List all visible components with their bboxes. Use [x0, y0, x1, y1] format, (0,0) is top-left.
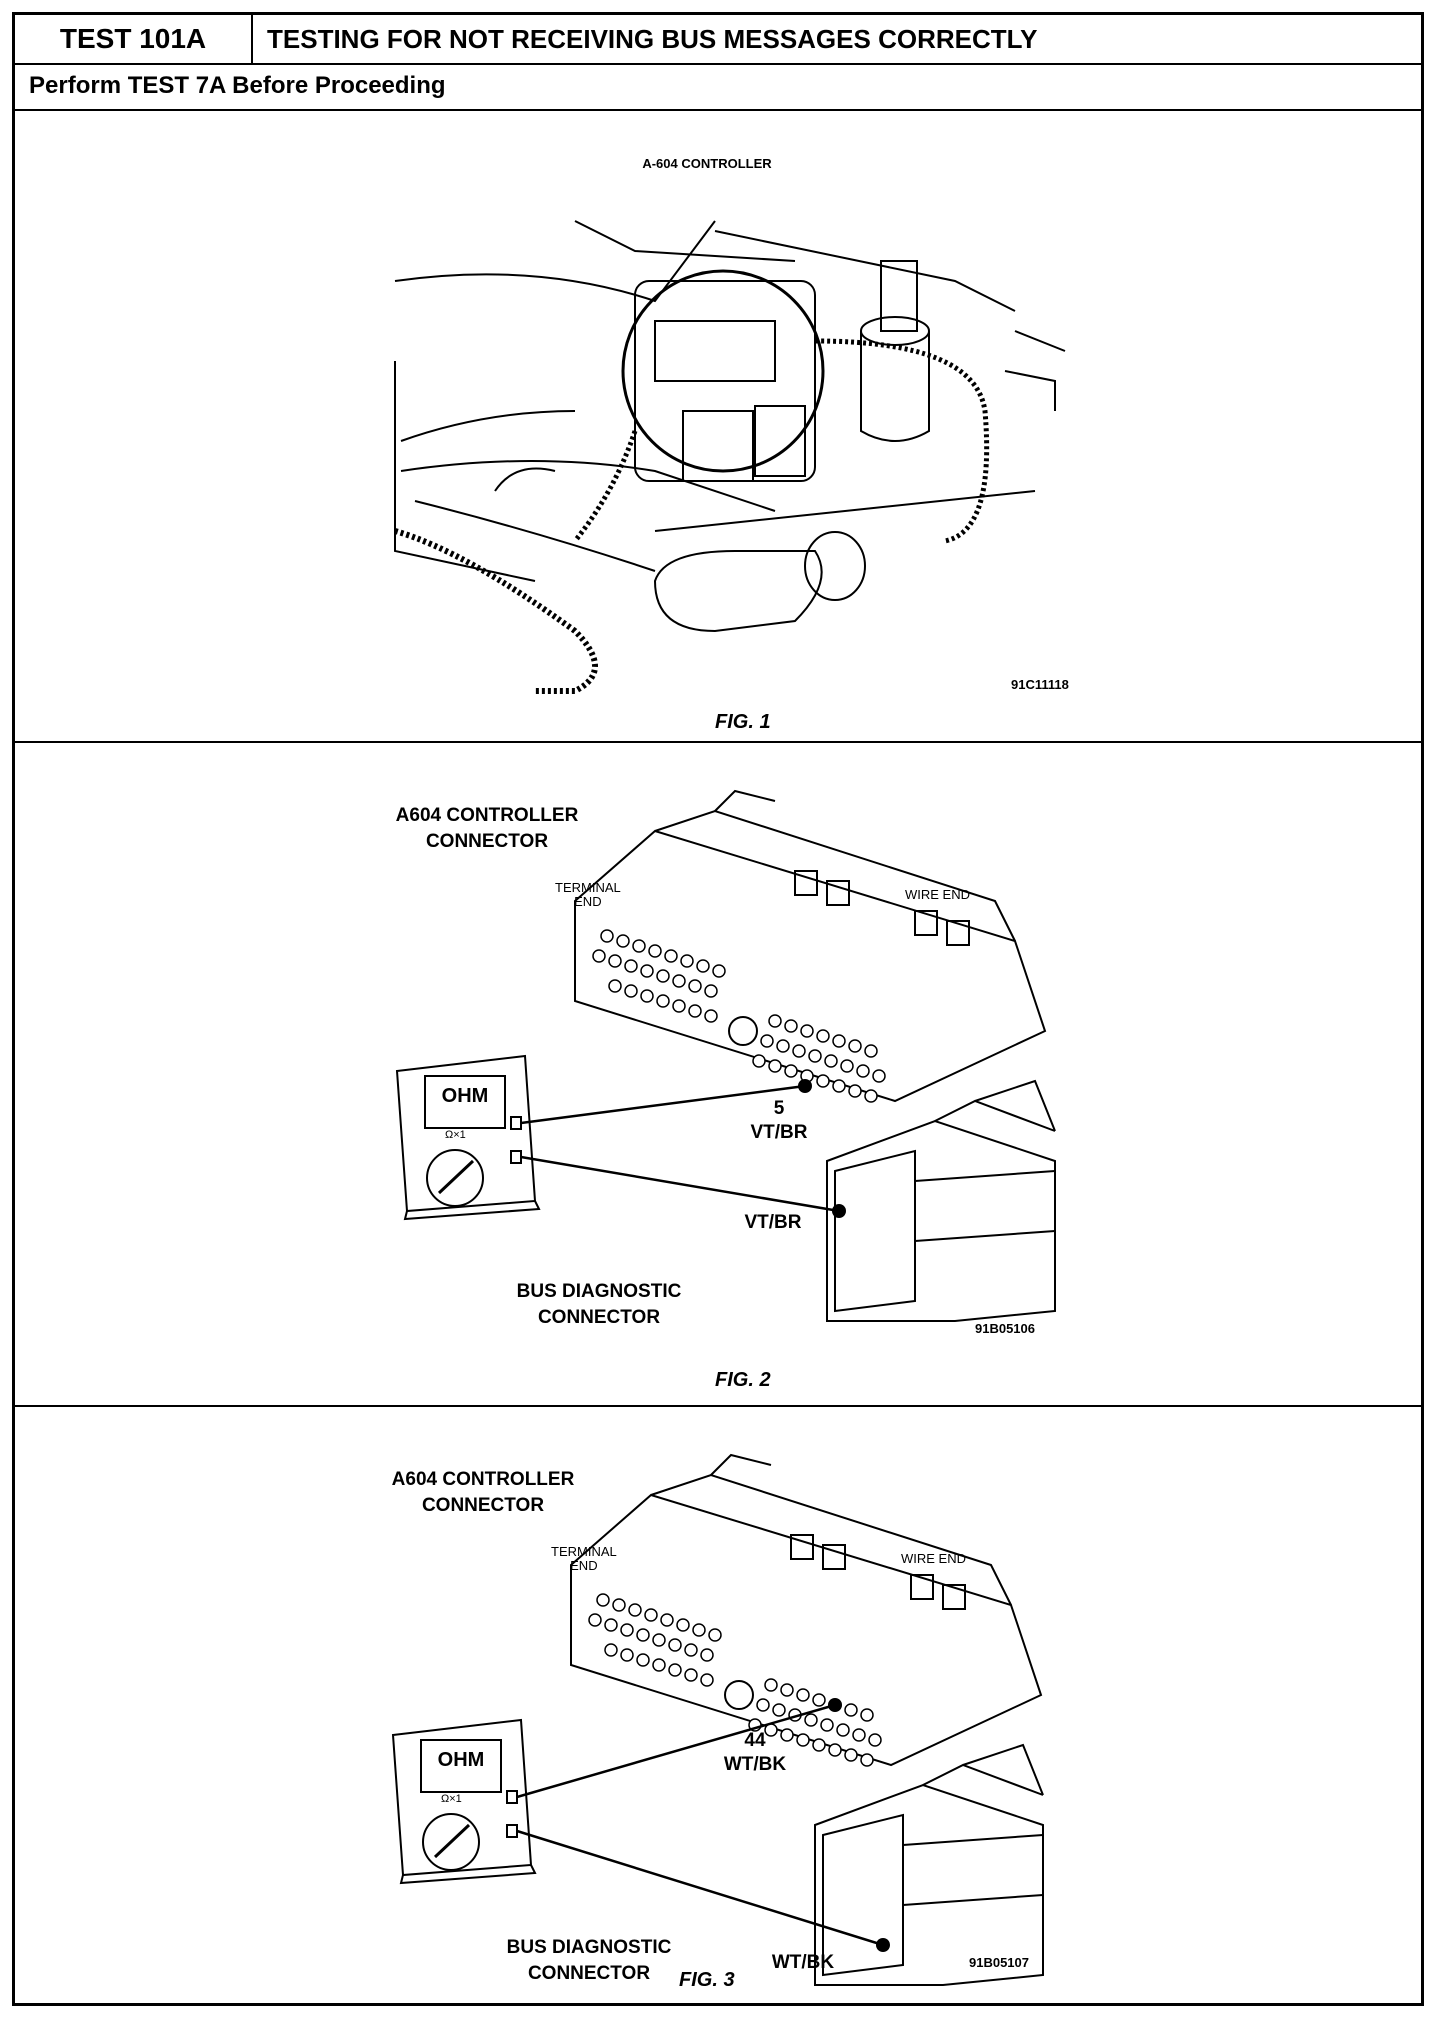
fig2-meter-range: Ω×1: [445, 1129, 466, 1141]
fig3-test-lead-2: [516, 1829, 884, 1947]
fig2-diagnostic-connector: [826, 1079, 1056, 1322]
fig2-pin-wire-color: VT/BR: [750, 1122, 808, 1143]
fig2-test-lead-2: [520, 1155, 840, 1213]
fig3-drawing-code: 91B05107: [969, 1955, 1029, 1970]
figure-1-panel: A-604 CONTROLLER 91C11118 FIG. 1: [15, 111, 1421, 743]
fig3-test-lead-1: [516, 1703, 836, 1799]
test-id: TEST 101A: [15, 15, 253, 63]
fig2-pin-number: 5: [773, 1098, 785, 1119]
test-title: TESTING FOR NOT RECEIVING BUS MESSAGES C…: [267, 23, 1038, 54]
fig2-connector-label: A604 CONTROLLER CONNECTOR: [395, 805, 579, 852]
fig2-drawing-code: 91B05106: [975, 1321, 1035, 1336]
fig3-wire-end-label: WIRE END: [901, 1551, 966, 1566]
fig3-pin-wire-color: WT/BK: [723, 1754, 787, 1775]
page-frame: TEST 101A TESTING FOR NOT RECEIVING BUS …: [12, 12, 1424, 2006]
fig2-caption: FIG. 2: [715, 1369, 771, 1391]
figure-2-panel: A604 CONTROLLER CONNECTOR TERMINAL END W…: [15, 741, 1421, 1407]
fig2-wire-end-label: WIRE END: [905, 887, 970, 902]
fig1-drawing-code: 91C11118: [1011, 677, 1069, 692]
fig3-meter-range: Ω×1: [441, 1793, 462, 1805]
engine-bay-illustration: [394, 220, 1066, 694]
fig2-test-lead-1: [520, 1084, 806, 1125]
figure-3-panel: A604 CONTROLLER CONNECTOR TERMINAL END W…: [15, 1405, 1421, 2003]
fig3-pin-number: 44: [744, 1730, 766, 1751]
fig3-diag-probe-point: [876, 1938, 890, 1952]
fig3-caption: FIG. 3: [679, 1969, 735, 1991]
fig3-terminal-end-label: TERMINAL END: [551, 1544, 617, 1573]
fig2-terminal-end-label: TERMINAL END: [555, 880, 621, 909]
prerequisite-note: Perform TEST 7A Before Proceeding: [15, 63, 1421, 111]
fig3-ohmmeter: [391, 1718, 537, 1885]
fig3-diagnostic-connector: [814, 1743, 1044, 1986]
fig1-controller-label: A-604 CONTROLLER: [642, 156, 772, 171]
fig2-wiring-diagram: [395, 789, 1056, 1322]
fig1-caption: FIG. 1: [715, 711, 771, 733]
fig2-pin-rows: [592, 929, 886, 1103]
fig3-connector-label: A604 CONTROLLER CONNECTOR: [391, 1469, 575, 1516]
fig3-meter-display: OHM: [437, 1749, 485, 1771]
fig2-ohmmeter: [395, 1054, 541, 1221]
fig2-diag-wire-color: VT/BR: [744, 1212, 802, 1233]
fig3-wiring-diagram: [391, 1453, 1044, 1986]
fig2-diag-connector-label: BUS DIAGNOSTIC CONNECTOR: [516, 1281, 682, 1328]
fig3-diag-wire-color: WT/BK: [771, 1952, 835, 1973]
fig2-meter-display: OHM: [441, 1085, 489, 1107]
header-row: TEST 101A TESTING FOR NOT RECEIVING BUS …: [15, 15, 1421, 65]
fig3-diag-connector-label: BUS DIAGNOSTIC CONNECTOR: [506, 1937, 672, 1984]
